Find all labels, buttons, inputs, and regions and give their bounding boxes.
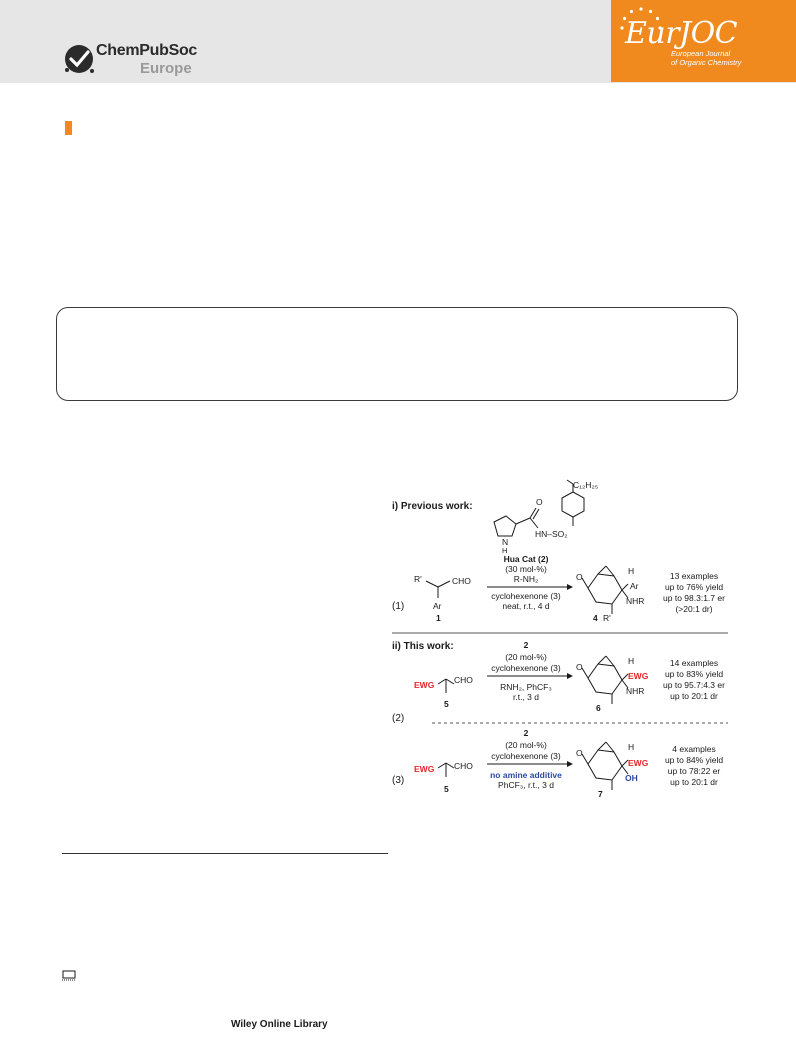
r2-result-1: 14 examples xyxy=(670,658,718,668)
r2-above-3: cyclohexenone (3) xyxy=(491,663,561,673)
r2-substrate-cho: CHO xyxy=(454,675,473,685)
r2-product-ewg: EWG xyxy=(628,671,649,681)
r3-result-4: up to 20:1 dr xyxy=(670,777,718,787)
r1-result-1: 13 examples xyxy=(670,571,718,581)
journal-logo: EurJOC European Journal of Organic Chemi… xyxy=(611,0,796,82)
r1-above-2: R-NH₂ xyxy=(514,574,539,584)
r1-product-nhr: NHR xyxy=(626,596,644,606)
r3-product-bonds xyxy=(581,741,629,790)
r1-arrowhead xyxy=(567,584,573,590)
previous-work-label: i) Previous work: xyxy=(392,501,473,512)
journal-brand: EurJOC xyxy=(625,16,738,51)
publisher-name: ChemPubSoc xyxy=(96,42,198,59)
r1-substrate-id: 1 xyxy=(436,613,441,623)
r3-substrate-cho: CHO xyxy=(454,761,473,771)
r3-below-1: no amine additive xyxy=(490,770,562,780)
r3-number: (3) xyxy=(392,775,404,786)
r2-product-nhr: NHR xyxy=(626,686,644,696)
r3-substrate-id: 5 xyxy=(444,784,449,794)
r3-product-h: H xyxy=(628,742,634,752)
r2-above-2: (20 mol-%) xyxy=(505,652,547,662)
r3-substrate-ewg: EWG xyxy=(414,764,435,774)
monitor-icon xyxy=(62,970,76,981)
eu-stars-icon xyxy=(620,7,662,30)
catalyst-o-label: O xyxy=(536,497,543,507)
r2-above-1: 2 xyxy=(524,640,529,650)
r3-substrate-bonds xyxy=(437,762,455,777)
r1-substrate-r: R' xyxy=(414,574,422,584)
r3-product-o: O xyxy=(576,748,583,758)
r3-result-2: up to 84% yield xyxy=(665,755,723,765)
r3-product-id: 7 xyxy=(598,789,603,799)
r1-product-r: R' xyxy=(603,613,611,623)
r2-number: (2) xyxy=(392,713,404,724)
journal-subtitle-2: of Organic Chemistry xyxy=(671,58,742,67)
r3-arrowhead xyxy=(567,761,573,767)
r1-number: (1) xyxy=(392,601,404,612)
catalyst-hn-label: HN–SO₂ xyxy=(535,529,568,539)
journal-subtitle-1: European Journal xyxy=(671,49,731,58)
r1-below-2: neat, r.t., 4 d xyxy=(502,601,550,611)
r3-above-2: (20 mol-%) xyxy=(505,740,547,750)
r1-product-bonds xyxy=(581,565,629,614)
r3-result-1: 4 examples xyxy=(672,744,715,754)
catalyst-h-label: H xyxy=(502,546,507,555)
publisher-region: Europe xyxy=(140,60,192,77)
catalyst-n-label: N xyxy=(502,537,508,547)
chempubsoc-logo: ChemPubSoc Europe xyxy=(62,40,202,78)
r2-result-2: up to 83% yield xyxy=(665,669,723,679)
r1-product-h: H xyxy=(628,566,634,576)
r2-below-2: r.t., 3 d xyxy=(513,692,539,702)
r3-above-3: cyclohexenone (3) xyxy=(491,751,561,761)
r2-product-o: O xyxy=(576,662,583,672)
r3-product-oh: OH xyxy=(625,773,638,783)
this-work-label: ii) This work: xyxy=(392,641,454,652)
reaction-scheme: i) Previous work: C₁₂H₂₅ O HN–SO₂ N H Hu… xyxy=(392,478,736,818)
r2-substrate-bonds xyxy=(437,678,455,693)
r2-product-bonds xyxy=(581,655,629,704)
wiley-online-library: Wiley Online Library xyxy=(231,1019,328,1030)
r3-product-ewg: EWG xyxy=(628,758,649,768)
catalyst-substituent: C₁₂H₂₅ xyxy=(573,480,598,490)
r1-product-o: O xyxy=(576,572,583,582)
r1-substrate-ar: Ar xyxy=(433,601,442,611)
r1-substrate-cho: CHO xyxy=(452,576,471,586)
r3-above-1: 2 xyxy=(524,728,529,738)
r2-arrowhead xyxy=(567,673,573,679)
footnote-rule xyxy=(62,853,388,854)
catalyst-structure xyxy=(493,479,585,537)
r2-product-h: H xyxy=(628,656,634,666)
r1-result-4: (>20:1 dr) xyxy=(675,604,712,614)
r1-substrate-bonds xyxy=(425,580,451,598)
r1-result-2: up to 76% yield xyxy=(665,582,723,592)
r1-product-ar: Ar xyxy=(630,581,639,591)
r3-result-3: up to 78:22 er xyxy=(668,766,721,776)
r2-result-3: up to 95.7:4.3 er xyxy=(663,680,725,690)
r1-product-id: 4 xyxy=(593,613,598,623)
r1-above-1: (30 mol-%) xyxy=(505,564,547,574)
r2-product-id: 6 xyxy=(596,703,601,713)
section-marker xyxy=(65,121,72,135)
chempubsoc-badge-icon xyxy=(65,45,94,73)
r2-substrate-ewg: EWG xyxy=(414,680,435,690)
r1-result-3: up to 98.3:1.7 er xyxy=(663,593,725,603)
catalyst-name: Hua Cat (2) xyxy=(504,554,549,564)
r3-below-2: PhCF₃, r.t., 3 d xyxy=(498,780,554,790)
r2-result-4: up to 20:1 dr xyxy=(670,691,718,701)
abstract-box xyxy=(56,307,738,401)
r2-substrate-id: 5 xyxy=(444,699,449,709)
r2-below-1: RNH₂, PhCF₃ xyxy=(500,682,552,692)
r1-below-1: cyclohexenone (3) xyxy=(491,591,561,601)
